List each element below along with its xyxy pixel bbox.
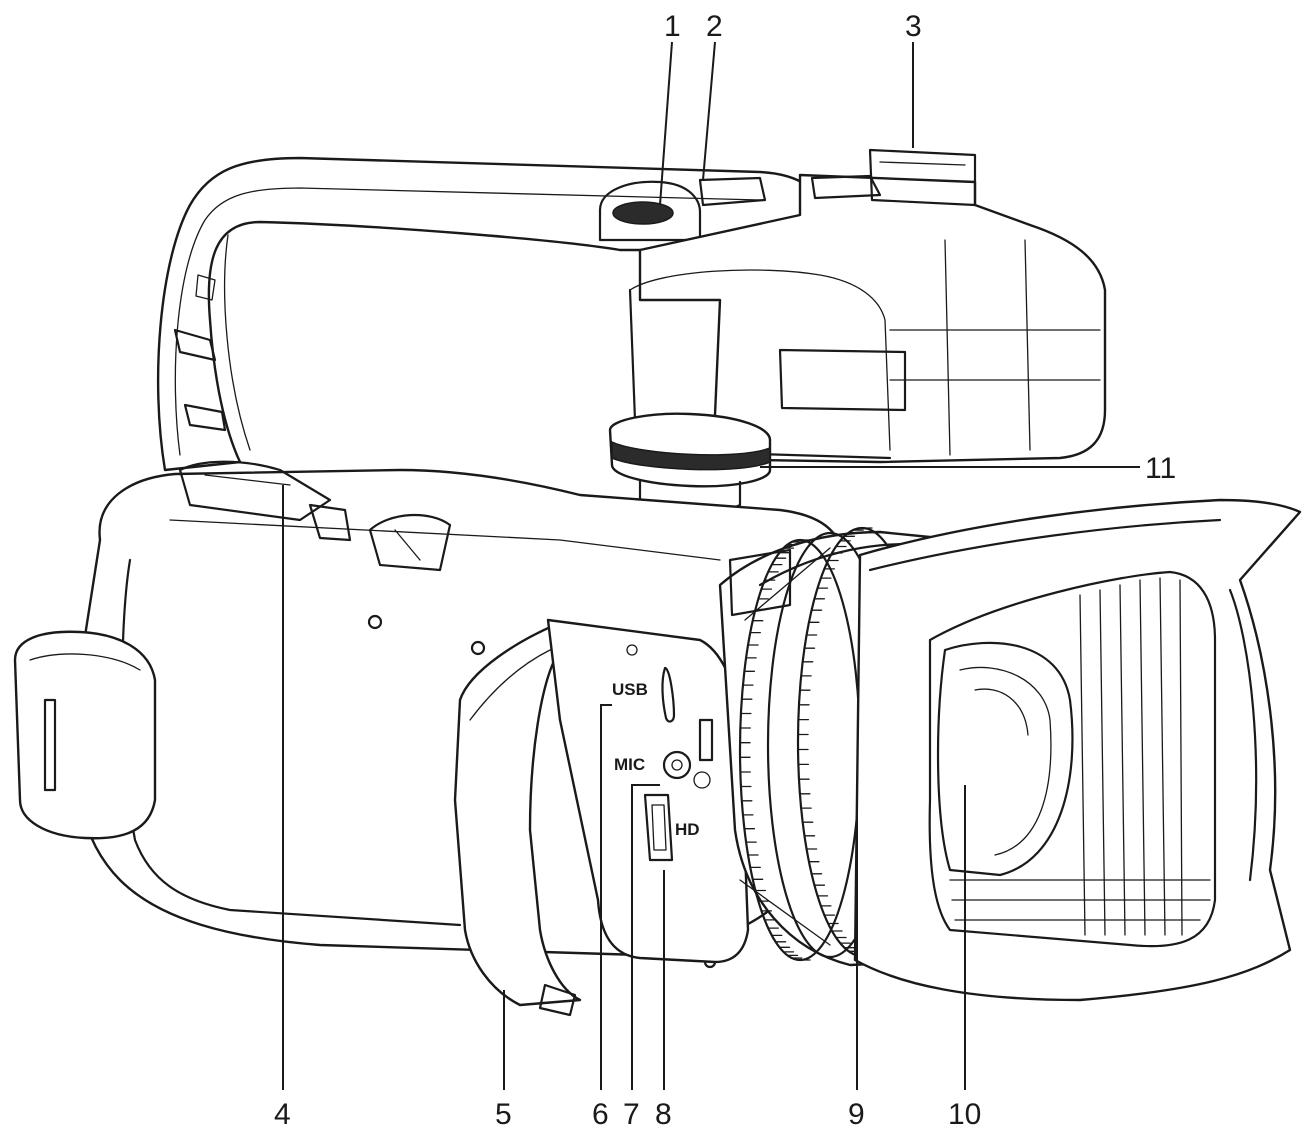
usb-port: [661, 666, 676, 723]
mic-jack: [662, 750, 692, 780]
usb-port-label: USB: [612, 680, 648, 699]
handle-record-button: [698, 176, 767, 207]
callout-3: 3: [905, 10, 922, 43]
zoom-lever: [178, 460, 332, 522]
hdmi-port: [643, 793, 674, 862]
callout-11: 11: [1145, 452, 1176, 485]
mic-jack-label: MIC: [614, 755, 645, 774]
callout-leaders: [282, 41, 1140, 1090]
top-handle: [156, 156, 837, 472]
hdmi-port-label: HD: [675, 820, 700, 839]
callout-7: 7: [623, 1098, 640, 1131]
callout-4: 4: [274, 1098, 291, 1131]
port-panel: USB MIC HD: [546, 618, 750, 964]
lens-glass: [936, 641, 1074, 877]
handle-buttons: [598, 176, 767, 242]
callout-8: 8: [655, 1098, 672, 1131]
terminal-cover: [453, 623, 582, 1017]
callout-numbers: 1 2 3 4 5 6 7 8 9 10 11: [274, 10, 1176, 1131]
callout-2: 2: [706, 10, 723, 43]
mount-locking-ring: [608, 412, 772, 514]
accessory-shoe: [868, 148, 977, 207]
callout-6: 6: [592, 1098, 609, 1131]
lens-hood: [853, 498, 1302, 1002]
callout-5: 5: [495, 1098, 512, 1131]
callout-10: 10: [948, 1098, 981, 1131]
callout-9: 9: [848, 1098, 865, 1131]
callout-1: 1: [664, 10, 681, 43]
focus-ring-knurling: [739, 527, 873, 961]
handle-zoom-rocker: [612, 201, 674, 225]
